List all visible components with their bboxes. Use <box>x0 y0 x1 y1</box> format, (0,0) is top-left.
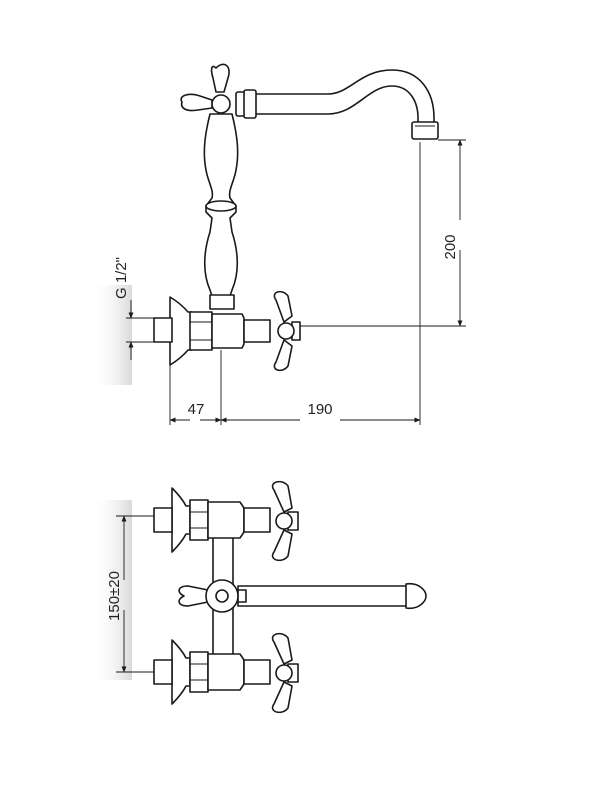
wall-offset-label: 47 <box>188 401 205 418</box>
spout-height-label: 200 <box>442 234 459 259</box>
spout-reach-label: 190 <box>307 401 332 418</box>
wall-flange <box>169 296 193 366</box>
cross-handle-top-icon <box>271 480 299 562</box>
cross-handle-bottom-icon <box>271 632 299 714</box>
spout-front <box>237 582 427 610</box>
center-distance-label: 150±20 <box>106 571 123 621</box>
wall-shade-top <box>92 285 132 385</box>
side-view: G 1/2" 47 190 200 <box>92 63 466 425</box>
lever-handle-front-icon <box>178 579 247 613</box>
wall-shade-bottom <box>92 500 132 680</box>
spout <box>254 69 439 140</box>
thread-label: G 1/2" <box>113 257 130 299</box>
lever-handle-icon <box>180 63 231 114</box>
cross-handle-icon <box>273 290 301 372</box>
top-valve <box>153 480 299 562</box>
front-view: 150±20 <box>92 480 427 714</box>
bottom-valve <box>153 632 299 714</box>
